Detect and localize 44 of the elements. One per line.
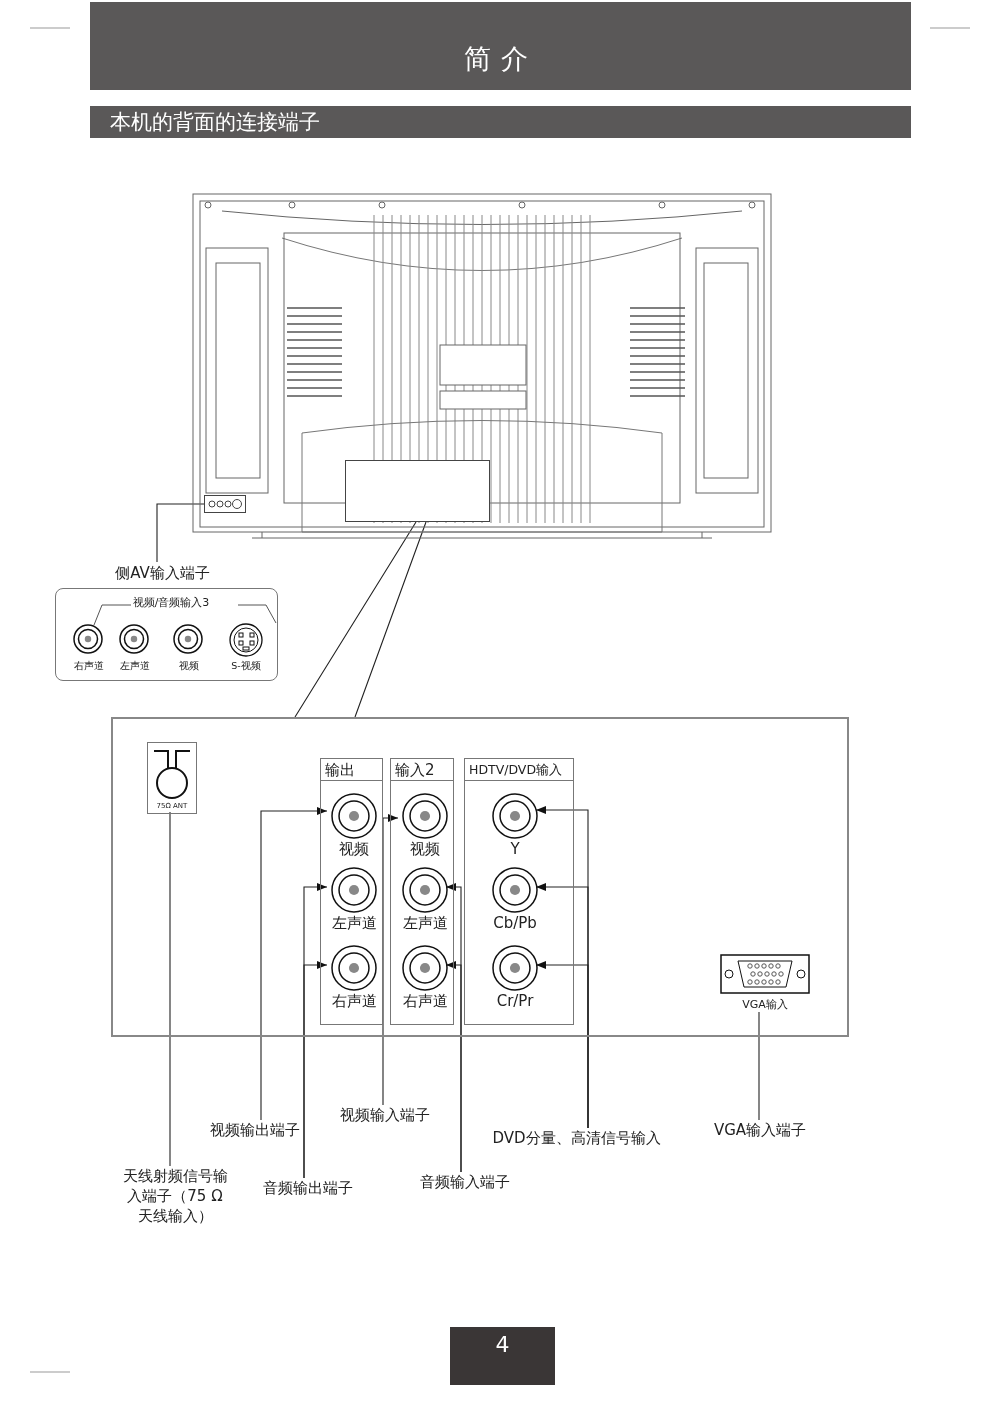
leader-line	[758, 1011, 760, 1121]
jack-label: 左声道	[330, 913, 378, 933]
callout-text: VGA输入端子	[712, 1120, 808, 1140]
jack-label: 视频	[409, 839, 441, 859]
port-label: VGA输入	[741, 998, 789, 1012]
callout-text: 视频输出端子	[209, 1120, 301, 1140]
callout-text: 视频输入端子	[339, 1105, 431, 1125]
jack-label: S-视频	[230, 659, 262, 673]
jack-label: 右声道	[73, 659, 105, 673]
jack-label: 视频	[338, 839, 370, 859]
jack-label: 左声道	[401, 913, 449, 933]
zoom-lines	[294, 521, 427, 718]
jack-label: Cb/Pb	[492, 913, 538, 933]
callout-text: DVD分量、高清信号输入	[491, 1128, 662, 1148]
callout-text: 侧AV输入端子	[114, 563, 211, 584]
port-group-box	[464, 758, 574, 1025]
callout-text: 音频输出端子	[262, 1178, 354, 1198]
jack-label: 左声道	[119, 659, 151, 673]
leader-arrow	[382, 814, 399, 1106]
page-number: 4	[450, 1327, 555, 1385]
section-heading: 本机的背面的连接端子	[110, 109, 320, 136]
terminal-cover	[345, 460, 490, 522]
jack-label: Cr/Pr	[495, 991, 535, 1011]
leader-line	[156, 503, 205, 563]
group-heading: HDTV/DVD输入	[465, 759, 573, 781]
group-heading: 输入2	[391, 759, 453, 781]
callout-text: 音频输入端子	[419, 1172, 511, 1192]
port-group-box	[390, 758, 454, 1025]
callout-text: 天线射频信号输入端子（75 Ω天线输入）	[121, 1166, 229, 1226]
side-av-panel	[55, 588, 278, 681]
connection-panel	[111, 717, 849, 1037]
leader-arrow	[260, 807, 328, 1121]
jack-label: 右声道	[401, 991, 449, 1011]
page-title: 简介	[462, 42, 539, 76]
side-av-port	[204, 495, 246, 513]
leader-line	[169, 811, 171, 1167]
leader-arrow	[303, 961, 328, 1179]
port-group-box	[320, 758, 383, 1025]
jack-label: 视频	[178, 659, 200, 673]
jack-label: 右声道	[330, 991, 378, 1011]
jack-label: Y	[509, 839, 521, 859]
antenna-terminal	[147, 742, 197, 814]
bracket-label: 视频/音频输入3	[131, 596, 211, 610]
group-heading: 输出	[321, 759, 382, 781]
